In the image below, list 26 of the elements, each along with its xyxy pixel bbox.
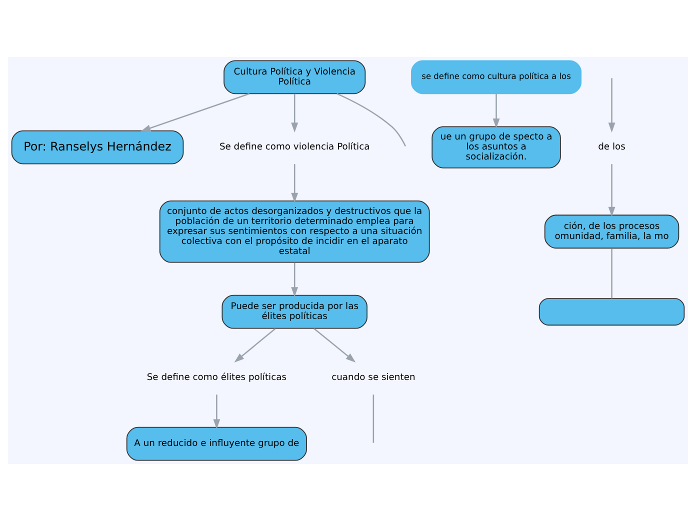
node-box: conjunto de actos desorganizados y destructivos que la población de un territorio determinado emplea para expresar sus sentimientos con respecto a una situación colectiva con el propósito de incidir en el aparato estatal bbox=[159, 200, 430, 262]
node-text: Se define como élites políticas bbox=[146, 372, 287, 383]
node-text: Se define como violencia Política bbox=[219, 141, 370, 152]
connector bbox=[336, 92, 406, 146]
arrow bbox=[140, 92, 250, 131]
arrow bbox=[608, 78, 616, 132]
node-box: Puede ser producida por las élites políticas bbox=[222, 294, 368, 328]
node-text: cuando se sienten bbox=[332, 372, 416, 383]
node-box: ción, de los procesos omunidad, familia, la mo bbox=[544, 214, 680, 248]
node-text: de los bbox=[598, 141, 626, 152]
arrow bbox=[608, 164, 616, 216]
arrow bbox=[291, 164, 298, 202]
arrow bbox=[291, 93, 298, 132]
node-box: se define como cultura política a los bbox=[411, 60, 582, 94]
arrow bbox=[213, 394, 220, 429]
connector bbox=[611, 248, 612, 298]
arrow bbox=[234, 328, 276, 362]
arrow bbox=[314, 328, 356, 362]
arrow bbox=[291, 262, 298, 296]
connector bbox=[372, 394, 374, 442]
node-box: ue un grupo de specto a los asuntos a socialización. bbox=[432, 126, 561, 168]
node-box: A un reducido e influyente grupo de bbox=[126, 426, 307, 460]
arrow bbox=[492, 93, 500, 128]
node-box: Cultura Política y Violencia Política bbox=[224, 60, 366, 94]
node-box: Por: Ranselys Hernández bbox=[11, 130, 184, 164]
node-box bbox=[538, 298, 685, 326]
